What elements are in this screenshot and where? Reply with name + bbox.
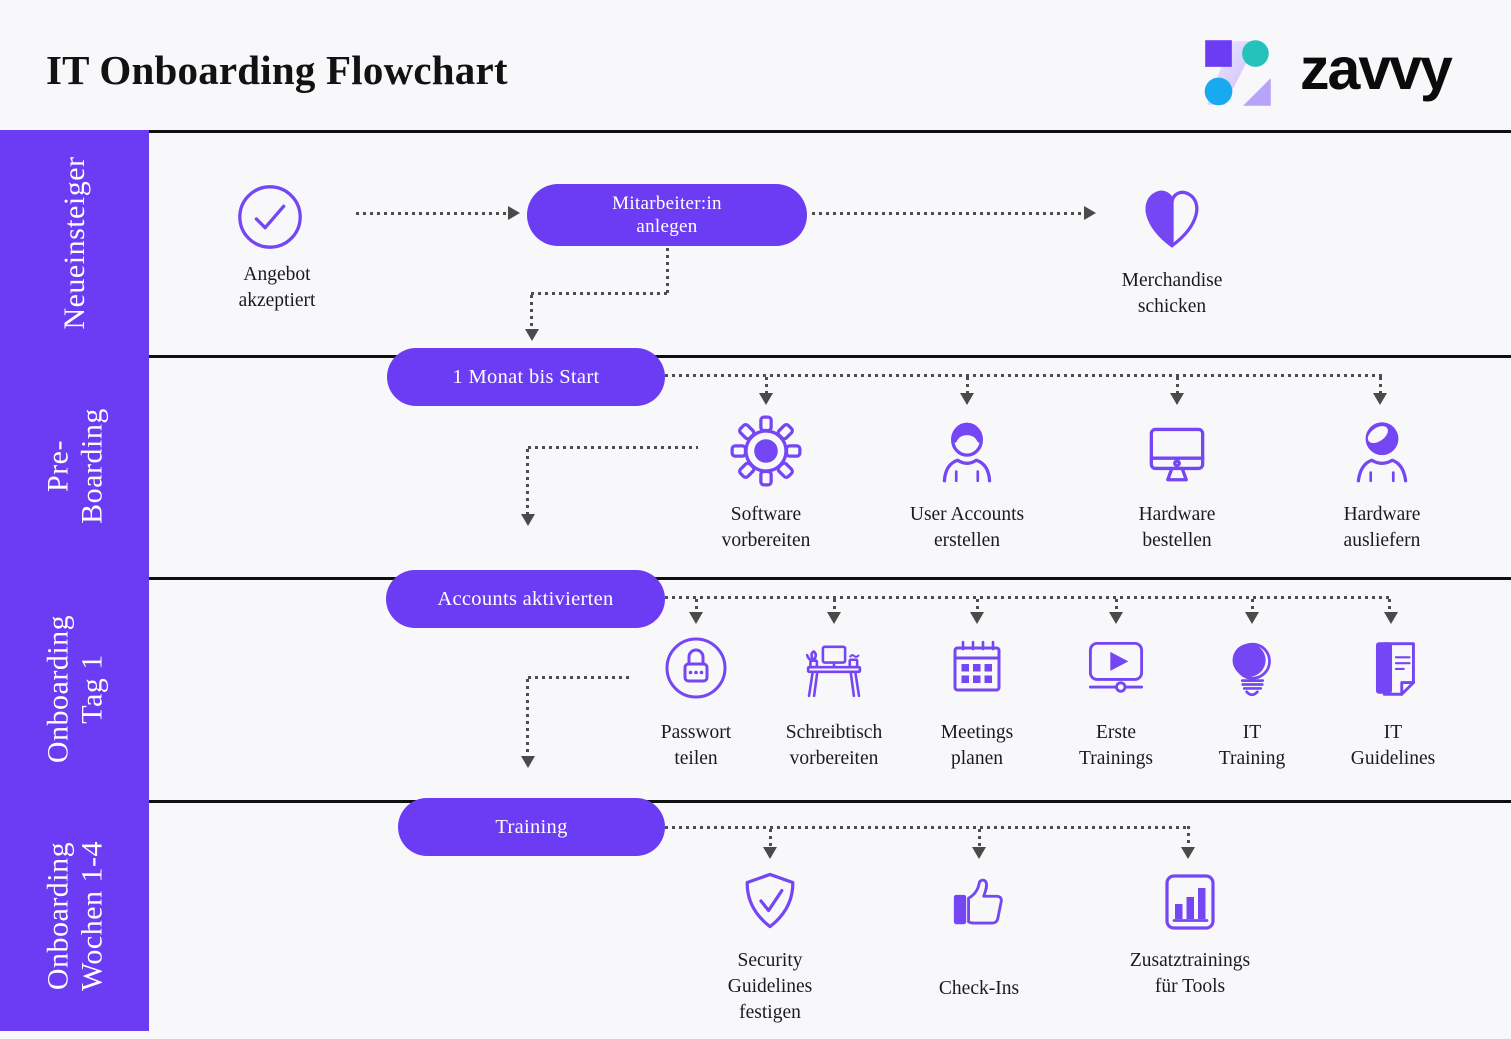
lane-band-neueinsteiger: Neueinsteiger: [0, 130, 149, 355]
lane-divider: [0, 800, 1511, 803]
step-label-it-guidelines: IT Guidelines: [1350, 722, 1436, 770]
step-label-meetings: Meetings planen: [940, 722, 1014, 770]
arrowhead-down: [1109, 612, 1123, 624]
connector-drop: [833, 599, 836, 614]
arrowhead-right: [1084, 206, 1096, 220]
connector-drop: [978, 829, 981, 849]
step-label-erste-trainings: Erste Trainings: [1078, 722, 1154, 770]
arrowhead-down: [1245, 612, 1259, 624]
step-label-angebot: Angebot akzeptiert: [238, 264, 316, 312]
arrowhead-down: [1373, 393, 1387, 405]
gear-icon: [730, 415, 802, 487]
arrowhead-right: [508, 206, 520, 220]
connector-drop: [765, 377, 768, 395]
monitor-icon: [1149, 427, 1205, 482]
arrowhead-down: [521, 756, 535, 768]
lane-band-pre-boarding: Pre- Boarding: [0, 355, 149, 577]
person-icon: [942, 422, 992, 483]
step-label-passwort: Passwort teilen: [660, 722, 732, 770]
connector-drop: [695, 599, 698, 614]
lane-label: Neueinsteiger: [57, 155, 91, 330]
step-label-security: Security Guidelines festigen: [727, 950, 813, 1024]
lane-divider: [0, 130, 1511, 133]
step-label-checkins: Check-Ins: [938, 978, 1020, 999]
connector-drop: [1388, 599, 1391, 614]
connector-drop: [966, 377, 969, 395]
arrowhead-down: [1181, 847, 1195, 859]
video-player-icon: [1088, 641, 1144, 693]
zavvy-logo-icon: [1204, 40, 1271, 106]
connector-elbow-lane2: [526, 449, 529, 515]
bar-chart-icon: [1165, 874, 1215, 930]
lane-band-onboarding-wochen: Onboarding Wochen 1-4: [0, 800, 149, 1031]
connector-elbow-lane3: [528, 676, 632, 679]
pill-mitarbeiter-anlegen: Mitarbeiter:in anlegen: [527, 184, 807, 246]
step-label-it-training: IT Training: [1218, 722, 1286, 770]
lane-label: Onboarding Wochen 1-4: [40, 840, 108, 991]
connector-drop: [1379, 377, 1382, 395]
connector-drop: [976, 599, 979, 614]
connector-drop: [1251, 599, 1254, 614]
connector-elbow-lane1: [531, 292, 668, 295]
lightbulb-icon: [1232, 642, 1271, 697]
connector-elbow-lane2: [528, 446, 698, 449]
step-label-schreibtisch: Schreibtisch vorbereiten: [785, 722, 883, 770]
connector-elbow-lane1: [530, 295, 533, 330]
connector-elbow-lane1: [666, 248, 669, 294]
step-label-merchandise: Merchandise schicken: [1121, 270, 1223, 318]
pill-monat-bis-start: 1 Monat bis Start: [387, 348, 665, 406]
arrowhead-down: [972, 847, 986, 859]
shield-check-icon: [745, 872, 795, 929]
arrowhead-down: [763, 847, 777, 859]
step-label-zusatztrainings: Zusatztrainings für Tools: [1129, 950, 1251, 998]
step-label-software: Software vorbereiten: [721, 504, 811, 552]
step-label-hardware-bestellen: Hardware bestellen: [1138, 504, 1216, 552]
connector-drop: [769, 829, 772, 849]
half-heart-icon: [1145, 190, 1199, 248]
desk-icon: [805, 645, 862, 698]
arrowhead-down: [970, 612, 984, 624]
step-label-hardware-ausliefern: Hardware ausliefern: [1343, 504, 1421, 552]
thumbs-up-icon: [953, 878, 1003, 925]
arrowhead-down: [1384, 612, 1398, 624]
arrowhead-down: [960, 393, 974, 405]
connector-mitarbeiter-merchandise: [812, 212, 1084, 215]
connector-drop: [1187, 826, 1190, 849]
lane-band-onboarding-tag1: Onboarding Tag 1: [0, 577, 149, 800]
arrowhead-down: [759, 393, 773, 405]
connector-drop: [1176, 377, 1179, 395]
connector-angebot-mitarbeiter: [356, 212, 508, 215]
password-lock-icon: [665, 637, 727, 699]
connector-drop: [1115, 599, 1118, 614]
pill-accounts-aktivierten: Accounts aktivierten: [386, 570, 665, 628]
calendar-icon: [953, 640, 1001, 692]
connector-lane2-main: [665, 374, 1382, 377]
page-title: IT Onboarding Flowchart: [46, 47, 508, 93]
step-label-user-accounts: User Accounts erstellen: [909, 504, 1025, 552]
connector-lane4-main: [665, 826, 1190, 829]
brand-wordmark: zavvy: [1300, 36, 1453, 102]
arrowhead-down: [1170, 393, 1184, 405]
arrowhead-down: [689, 612, 703, 624]
arrowhead-down: [521, 514, 535, 526]
connector-elbow-lane3: [526, 679, 529, 757]
lane-label: Onboarding Tag 1: [40, 614, 108, 763]
lane-label: Pre- Boarding: [40, 408, 108, 524]
arrowhead-down: [827, 612, 841, 624]
connector-lane3-main: [665, 596, 1391, 599]
lane-divider: [0, 577, 1511, 580]
person-female-icon: [1356, 422, 1408, 483]
pill-training: Training: [398, 798, 665, 856]
document-icon: [1375, 642, 1415, 696]
lane-divider: [0, 355, 1511, 358]
check-circle-icon: [238, 185, 302, 249]
arrowhead-down: [525, 329, 539, 341]
